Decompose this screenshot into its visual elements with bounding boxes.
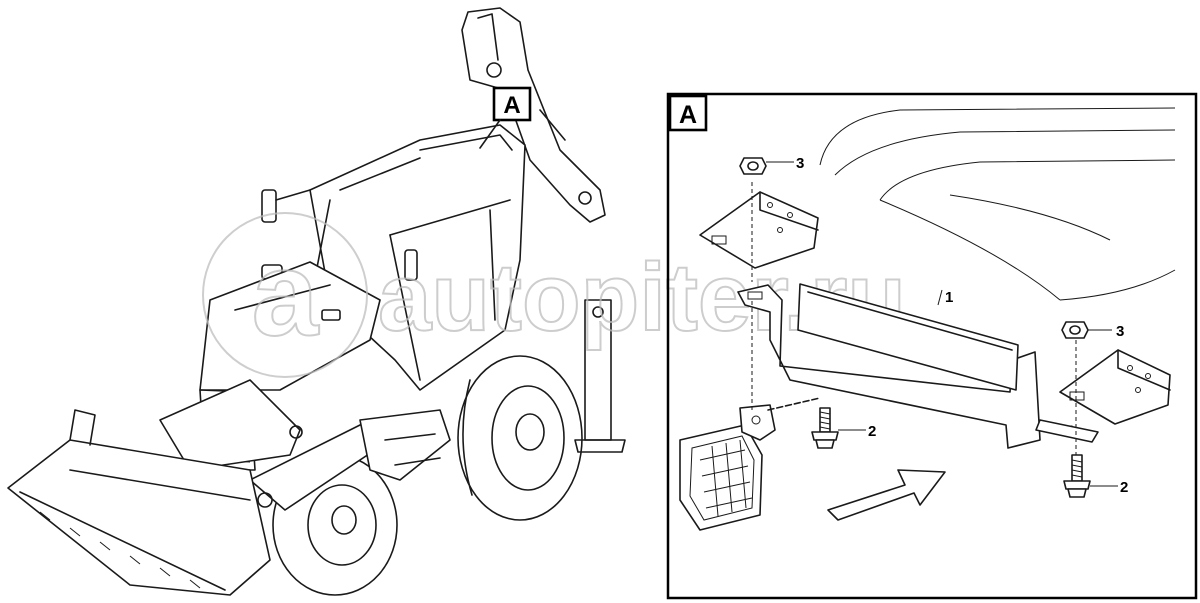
watermark-logo-letter: a	[252, 227, 320, 361]
side-steps	[359, 409, 451, 481]
bolt-middle	[811, 407, 839, 449]
flange-nut-lower	[1061, 321, 1089, 339]
direction-arrow	[827, 469, 946, 521]
callout-a-label: A	[503, 92, 520, 119]
backhoe-boom	[461, 7, 606, 223]
callout-a-marker: A	[479, 86, 532, 149]
bolt-lower	[1063, 454, 1091, 498]
hood-outline	[819, 107, 1176, 301]
flange-nut-upper	[739, 157, 767, 175]
rear-wheel	[457, 355, 583, 521]
callout-part-2-middle: 2	[868, 423, 876, 440]
backhoe-loader-illustration	[7, 7, 626, 596]
mounting-bracket-left	[699, 182, 819, 282]
callout-part-3-upper: 3	[796, 155, 804, 172]
light-mount-bracket	[737, 283, 1099, 449]
callout-part-3-lower: 3	[1116, 323, 1124, 340]
mounting-bracket-right	[1059, 340, 1171, 455]
detail-panel-a: A	[666, 92, 1198, 600]
detail-panel-label: A	[679, 101, 697, 129]
callout-part-2-lower: 2	[1120, 479, 1128, 496]
stabilizer-leg	[574, 299, 626, 453]
leader-lines	[766, 161, 1118, 487]
callout-part-1: 1	[945, 289, 953, 306]
loader-bucket	[7, 409, 271, 596]
work-light-lamp	[679, 300, 821, 531]
